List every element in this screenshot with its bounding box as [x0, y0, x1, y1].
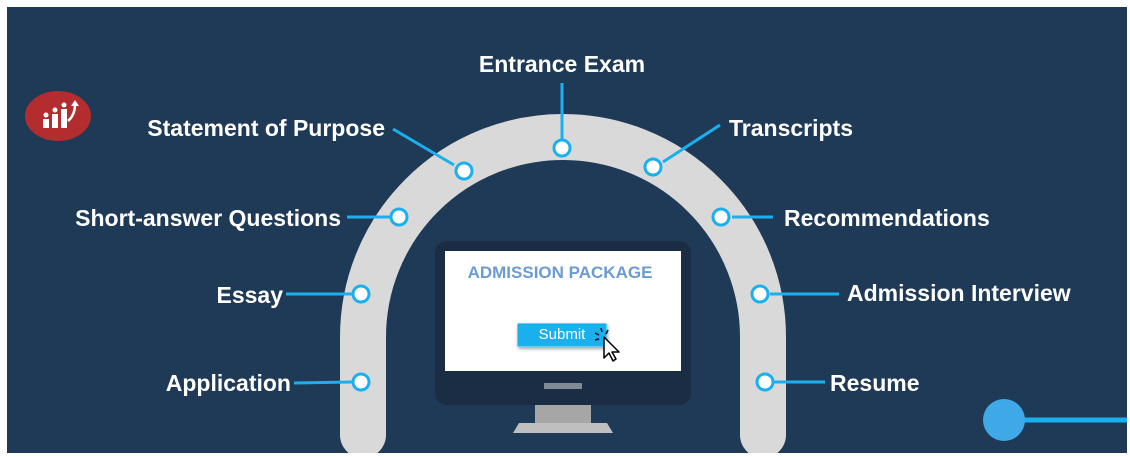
- step-label-essay: Essay: [216, 282, 283, 308]
- step-label-transcripts: Transcripts: [729, 115, 853, 141]
- node-resume: [755, 372, 775, 392]
- node-transcripts: [643, 157, 663, 177]
- step-label-entrance-exam: Entrance Exam: [478, 51, 646, 77]
- admission-slide: Application Essay Short-answer Questions…: [7, 7, 1127, 453]
- step-label-interview: Admission Interview: [847, 280, 1071, 306]
- node-short-answer: [389, 207, 409, 227]
- cursor-click-icon: [594, 327, 620, 362]
- node-essay: [351, 284, 371, 304]
- logo-chart-icon: [25, 91, 91, 141]
- step-label-statement: Statement of Purpose: [147, 115, 385, 141]
- step-label-recommendations: Recommendations: [784, 205, 990, 231]
- node-entrance-exam: [552, 138, 572, 158]
- node-statement: [454, 161, 474, 181]
- step-label-short-answer: Short-answer Questions: [75, 205, 341, 231]
- node-interview: [750, 284, 770, 304]
- submit-button[interactable]: Submit: [517, 323, 607, 347]
- step-label-application: Application: [165, 370, 291, 396]
- node-application: [351, 372, 371, 392]
- admission-package-title: ADMISSION PACKAGE: [467, 263, 653, 282]
- step-label-resume: Resume: [830, 370, 920, 396]
- node-recommendations: [711, 207, 731, 227]
- connector-application: [293, 380, 353, 385]
- progress-knob[interactable]: [983, 399, 1025, 441]
- connector-transcripts: [662, 123, 721, 164]
- connector-statement: [392, 127, 455, 167]
